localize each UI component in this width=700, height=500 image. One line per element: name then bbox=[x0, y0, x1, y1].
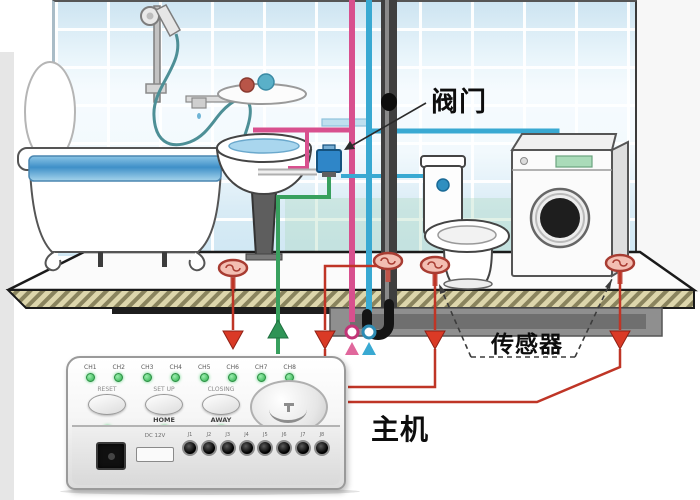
channel-label: CH4 bbox=[169, 364, 182, 371]
valve-control-line bbox=[267, 177, 331, 354]
main-control-unit: CH1 CH2 CH3 CH4 CH5 bbox=[66, 356, 346, 490]
jack-7: J7 bbox=[295, 432, 312, 456]
washer-door bbox=[540, 198, 580, 238]
jack-8: J8 bbox=[313, 432, 330, 456]
jack-row: J1 J2 J3 J4 bbox=[182, 433, 330, 456]
channel-led bbox=[171, 373, 181, 382]
channel-3: CH3 bbox=[141, 365, 154, 382]
jack-label: J3 bbox=[225, 432, 231, 438]
sensor-label: 传感器 bbox=[491, 332, 563, 358]
toilet-fill-valve bbox=[436, 178, 450, 192]
shelf bbox=[217, 73, 371, 127]
channel-5: CH5 bbox=[197, 364, 211, 382]
bathtub bbox=[17, 147, 233, 272]
button-top-label: CLOSING bbox=[207, 386, 235, 393]
hot-pipe-end bbox=[344, 324, 360, 355]
cold-pipe-end bbox=[361, 324, 377, 355]
power-jack[interactable] bbox=[96, 442, 126, 470]
shower bbox=[140, 4, 263, 148]
jack-socket[interactable] bbox=[238, 440, 255, 456]
valve-pointer bbox=[344, 102, 427, 150]
channel-led bbox=[114, 373, 124, 382]
wall-right-side bbox=[637, 0, 700, 292]
channel-2: CH2 bbox=[112, 365, 125, 382]
jack-3: J3 bbox=[219, 432, 236, 456]
jack-4: J4 bbox=[238, 432, 255, 456]
washing-machine bbox=[510, 133, 629, 278]
unit-shadow bbox=[60, 488, 360, 495]
speaker-detail bbox=[269, 396, 307, 423]
channel-label: CH2 bbox=[112, 364, 126, 371]
channel-label: CH5 bbox=[197, 364, 211, 371]
channel-led bbox=[85, 373, 95, 382]
channel-label: CH1 bbox=[84, 364, 97, 371]
page-left-strip bbox=[0, 52, 14, 500]
jack-socket[interactable] bbox=[295, 440, 312, 456]
power-label: DC 12V bbox=[144, 433, 166, 439]
channel-led bbox=[199, 373, 209, 382]
connector-slot[interactable] bbox=[136, 447, 174, 462]
washer-display bbox=[555, 155, 593, 168]
unit-front-panel: DC 12V J1 J2 J3 J4 bbox=[72, 425, 340, 485]
channel-led bbox=[142, 373, 152, 382]
jack-label: J2 bbox=[206, 432, 212, 438]
jack-1: J1 bbox=[182, 433, 198, 456]
channel-label: CH7 bbox=[254, 364, 268, 371]
channel-7: CH7 bbox=[254, 364, 268, 382]
shutoff-valve bbox=[316, 144, 342, 177]
jack-label: J1 bbox=[187, 432, 193, 438]
jack-label: J5 bbox=[263, 432, 268, 438]
button-bottom-label: AWAY bbox=[210, 416, 232, 424]
jack-6: J6 bbox=[276, 432, 293, 456]
button-top-label: SET UP bbox=[153, 386, 175, 393]
jack-2: J2 bbox=[200, 432, 217, 456]
away-button[interactable] bbox=[202, 394, 240, 415]
jack-socket[interactable] bbox=[257, 440, 274, 456]
main-unit-label: 主机 bbox=[371, 413, 430, 446]
cold-knob bbox=[257, 73, 275, 91]
toilet bbox=[420, 155, 510, 290]
jack-socket[interactable] bbox=[219, 440, 236, 456]
home-button[interactable] bbox=[145, 394, 183, 415]
channel-led bbox=[228, 373, 238, 382]
hot-water-pipe bbox=[253, 0, 355, 322]
channel-label: CH3 bbox=[140, 364, 154, 371]
channel-6: CH6 bbox=[226, 365, 239, 382]
jack-5: J5 bbox=[257, 432, 274, 456]
button-row: RESET SET UP HOME CLOSING AWAY bbox=[88, 386, 240, 434]
channel-row: CH1 CH2 CH3 CH4 CH5 bbox=[84, 365, 296, 382]
jack-socket[interactable] bbox=[313, 440, 330, 456]
drain-knob bbox=[381, 93, 397, 111]
button-top-label: RESET bbox=[97, 386, 117, 393]
power-pin bbox=[108, 453, 115, 460]
valve-label: 阀门 bbox=[431, 87, 487, 118]
red-down-arrows bbox=[222, 330, 631, 351]
green-up-arrow bbox=[267, 318, 289, 339]
jack-label: J8 bbox=[319, 432, 325, 438]
channel-4: CH4 bbox=[169, 365, 182, 382]
jack-socket[interactable] bbox=[276, 440, 293, 456]
jack-label: J7 bbox=[300, 432, 306, 438]
sensor-pointer bbox=[438, 278, 613, 358]
button-bottom-label: HOME bbox=[153, 416, 175, 424]
jack-label: J6 bbox=[281, 432, 287, 438]
hot-knob bbox=[239, 77, 255, 93]
channel-led bbox=[256, 373, 266, 382]
sensor-wires bbox=[231, 264, 622, 404]
channel-1: CH1 bbox=[84, 365, 97, 382]
channel-label: CH6 bbox=[226, 364, 239, 371]
unit-body: CH1 CH2 CH3 CH4 CH5 bbox=[66, 356, 346, 490]
speaker-detail bbox=[287, 403, 290, 412]
reset-button[interactable] bbox=[88, 394, 126, 415]
jack-socket[interactable] bbox=[200, 440, 217, 456]
channel-label: CH8 bbox=[283, 364, 296, 371]
jack-label: J4 bbox=[244, 432, 249, 438]
jack-socket[interactable] bbox=[182, 440, 198, 456]
